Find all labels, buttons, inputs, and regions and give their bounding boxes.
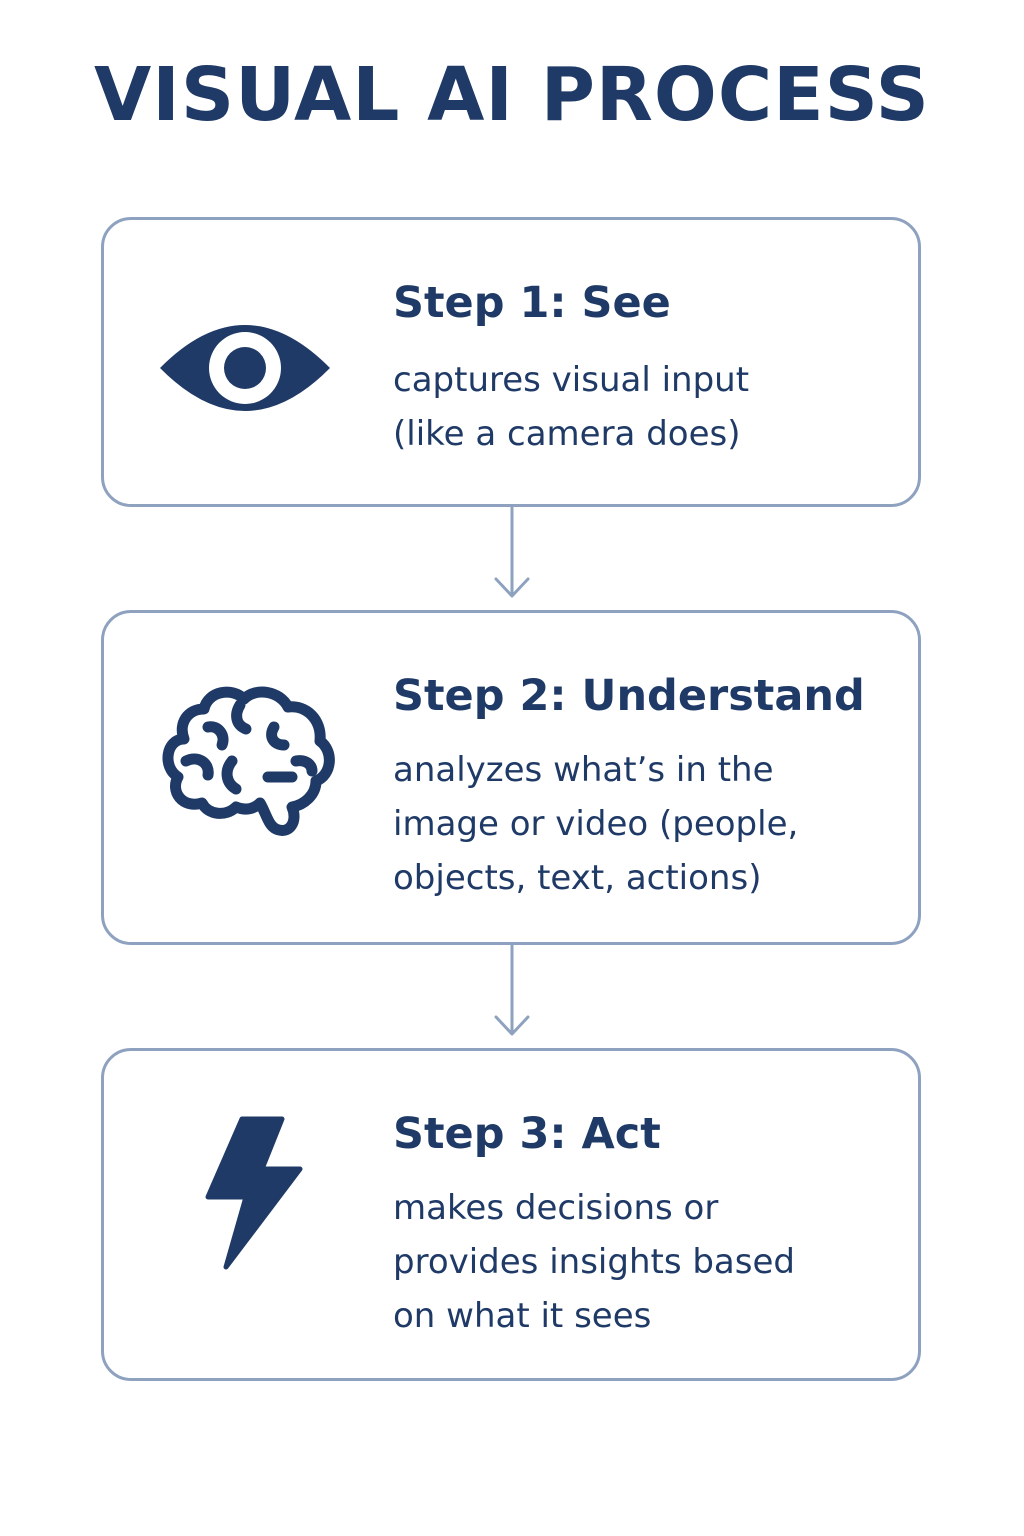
step-card-act: Step 3: Act makes decisions or provides … bbox=[101, 1048, 921, 1381]
lightning-bolt-icon bbox=[205, 1116, 303, 1270]
step-heading: Step 3: Act bbox=[393, 1109, 661, 1159]
brain-icon bbox=[162, 686, 335, 836]
arrow-down-icon bbox=[494, 507, 530, 598]
step-heading: Step 2: Understand bbox=[393, 671, 865, 721]
step-description: analyzes what’s in the image or video (p… bbox=[393, 750, 799, 898]
eye-icon bbox=[160, 325, 330, 411]
step-card-understand: Step 2: Understand analyzes what’s in th… bbox=[101, 610, 921, 945]
step-description: captures visual input (like a camera doe… bbox=[393, 360, 750, 454]
step-card-see: Step 1: See captures visual input (like … bbox=[101, 217, 921, 507]
diagram-title: VISUAL AI PROCESS bbox=[94, 52, 930, 138]
step-description: makes decisions or provides insights bas… bbox=[393, 1188, 795, 1336]
arrow-down-icon bbox=[494, 945, 530, 1036]
step-heading: Step 1: See bbox=[393, 278, 671, 328]
